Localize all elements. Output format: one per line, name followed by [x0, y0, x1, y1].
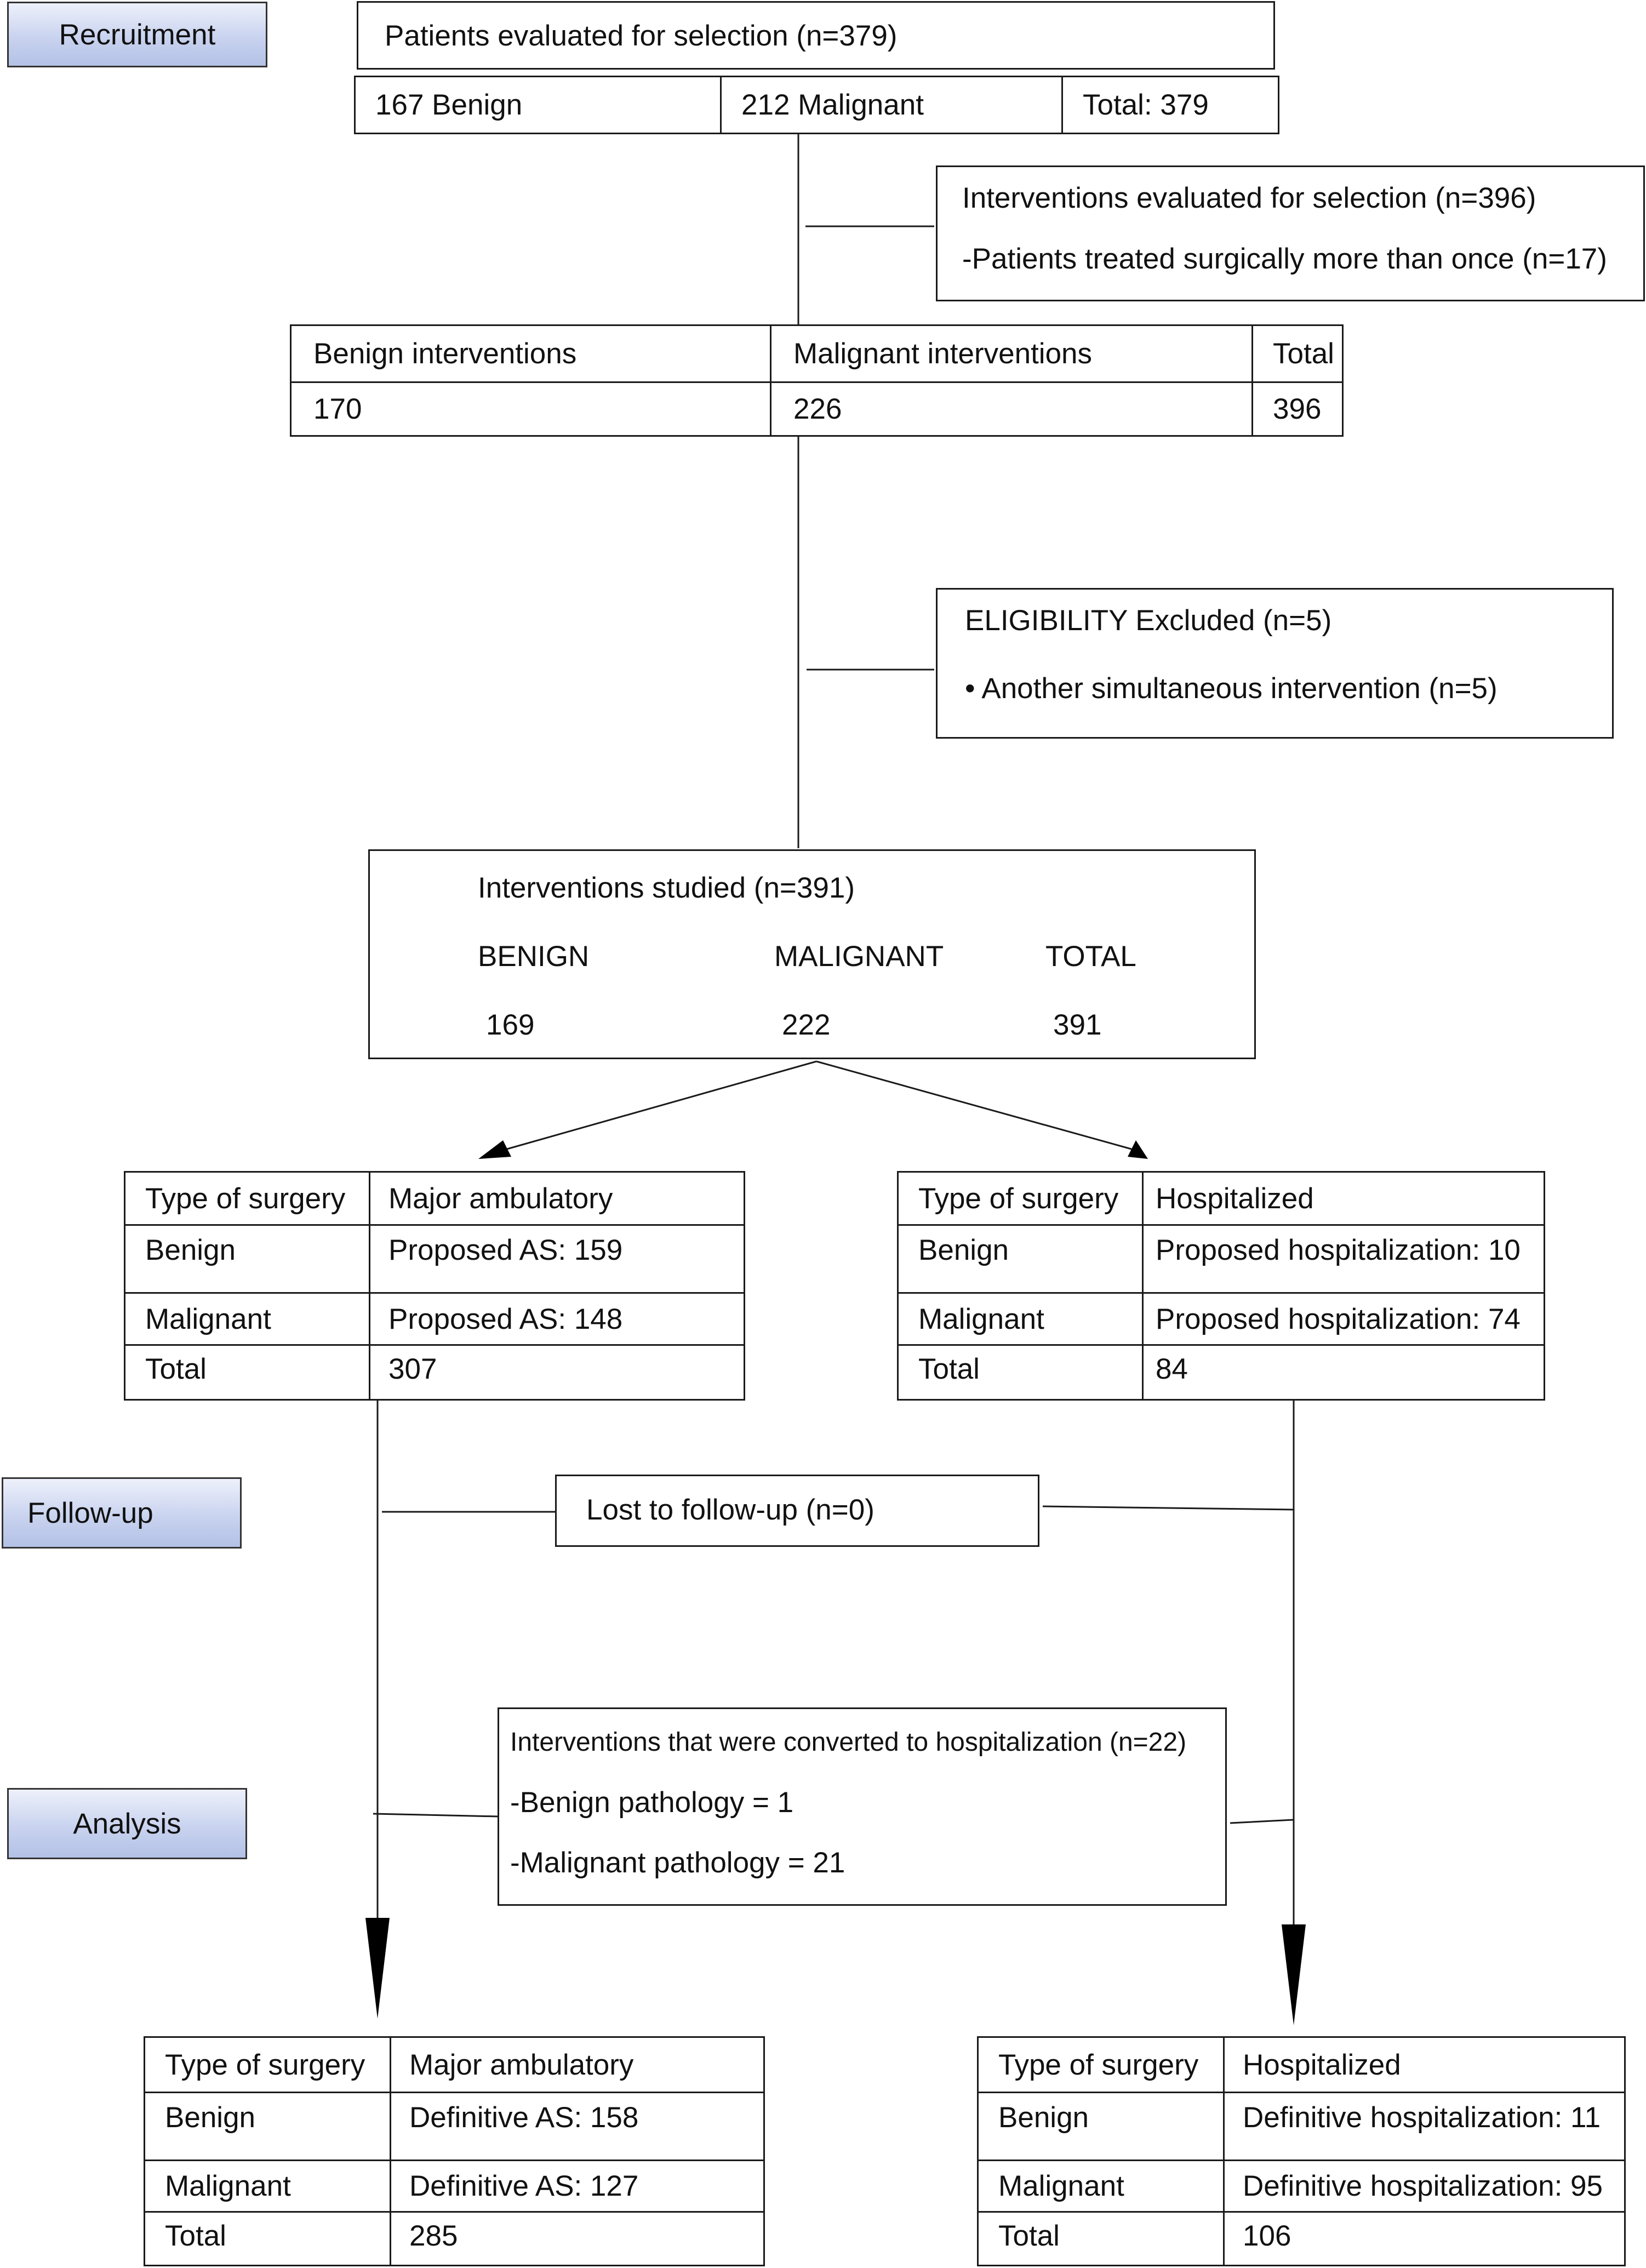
definitive-hospitalized-total-value: 106 — [1223, 2211, 1626, 2266]
proposed-hospitalized-malignant-value: Proposed hospitalization: 74 — [1142, 1292, 1545, 1346]
patients-benign-cell: 167 Benign — [354, 76, 722, 134]
phase-recruitment: Recruitment — [7, 2, 267, 67]
proposed-hospitalized-table: Type of surgery Hospitalized Benign Prop… — [897, 1171, 1545, 1401]
proposed-ambulatory-total-value: 307 — [369, 1344, 745, 1401]
definitive-ambulatory-table: Type of surgery Major ambulatory Benign … — [144, 2036, 765, 2266]
definitive-hospitalized-benign-value: Definitive hospitalization: 11 — [1223, 2092, 1626, 2161]
arrowhead-right — [1128, 1140, 1148, 1159]
proposed-ambulatory-benign-value: Proposed AS: 159 — [369, 1224, 745, 1294]
converted-box: Interventions that were converted to hos… — [498, 1707, 1227, 1906]
proposed-ambulatory-malignant-label: Malignant — [124, 1292, 370, 1346]
definitive-hospitalized-malignant-label: Malignant — [977, 2160, 1225, 2213]
proposed-hospitalized-header-type: Type of surgery — [897, 1171, 1144, 1226]
eligibility-box: ELIGIBILITY Excluded (n=5) • Another sim… — [936, 588, 1614, 739]
definitive-ambulatory-total-label: Total — [144, 2211, 391, 2266]
patients-total-cell: Total: 379 — [1061, 76, 1279, 134]
proposed-hospitalized-malignant-label: Malignant — [897, 1292, 1144, 1346]
studied-header-total: TOTAL — [1045, 940, 1136, 973]
definitive-ambulatory-malignant-label: Malignant — [144, 2160, 391, 2213]
interventions-value-total: 396 — [1251, 381, 1344, 437]
converted-benign: -Benign pathology = 1 — [510, 1786, 794, 1819]
definitive-hospitalized-header-type: Type of surgery — [977, 2036, 1225, 2093]
proposed-hospitalized-benign-value: Proposed hospitalization: 10 — [1142, 1224, 1545, 1294]
definitive-hospitalized-header-value: Hospitalized — [1223, 2036, 1626, 2093]
proposed-hospitalized-header-value: Hospitalized — [1142, 1171, 1545, 1226]
proposed-hospitalized-benign-label: Benign — [897, 1224, 1144, 1294]
lost-follow-up-box: Lost to follow-up (n=0) — [555, 1475, 1039, 1547]
patients-malignant-cell: 212 Malignant — [720, 76, 1063, 134]
converted-title: Interventions that were converted to hos… — [510, 1728, 1187, 1757]
proposed-ambulatory-malignant-value: Proposed AS: 148 — [369, 1292, 745, 1346]
interventions-evaluated-line1: Interventions evaluated for selection (n… — [962, 182, 1536, 214]
interventions-evaluated-box: Interventions evaluated for selection (n… — [936, 165, 1645, 301]
definitive-hospitalized-table: Type of surgery Hospitalized Benign Defi… — [977, 2036, 1626, 2266]
patients-evaluated-box: Patients evaluated for selection (n=379) — [357, 1, 1275, 70]
interventions-header-total: Total — [1251, 324, 1344, 383]
proposed-ambulatory-header-value: Major ambulatory — [369, 1171, 745, 1226]
studied-value-total: 391 — [1053, 1009, 1102, 1041]
eligibility-line1: ELIGIBILITY Excluded (n=5) — [965, 604, 1332, 637]
eligibility-line2: • Another simultaneous intervention (n=5… — [965, 672, 1498, 705]
studied-value-malignant: 222 — [782, 1009, 831, 1041]
studied-title: Interventions studied (n=391) — [478, 872, 855, 904]
definitive-ambulatory-total-value: 285 — [390, 2211, 765, 2266]
proposed-ambulatory-benign-label: Benign — [124, 1224, 370, 1294]
interventions-value-benign: 170 — [290, 381, 771, 437]
definitive-ambulatory-malignant-value: Definitive AS: 127 — [390, 2160, 765, 2213]
interventions-header-benign: Benign interventions — [290, 324, 771, 383]
phase-follow-up: Follow-up — [2, 1477, 242, 1549]
proposed-hospitalized-total-value: 84 — [1142, 1344, 1545, 1401]
definitive-ambulatory-benign-label: Benign — [144, 2092, 391, 2161]
proposed-ambulatory-total-label: Total — [124, 1344, 370, 1401]
definitive-hospitalized-benign-label: Benign — [977, 2092, 1225, 2161]
interventions-header-malignant: Malignant interventions — [770, 324, 1253, 383]
arrowhead-down-left — [365, 1918, 390, 2019]
proposed-ambulatory-table: Type of surgery Major ambulatory Benign … — [124, 1171, 745, 1401]
proposed-hospitalized-total-label: Total — [897, 1344, 1144, 1401]
patients-evaluated-title: Patients evaluated for selection (n=379) — [385, 20, 898, 52]
definitive-ambulatory-benign-value: Definitive AS: 158 — [390, 2092, 765, 2161]
interventions-table: Benign interventions Malignant intervent… — [290, 324, 1344, 437]
definitive-ambulatory-header-value: Major ambulatory — [390, 2036, 765, 2093]
arrowhead-down-right — [1282, 1924, 1306, 2025]
lost-follow-up-text: Lost to follow-up (n=0) — [586, 1494, 875, 1526]
studied-value-benign: 169 — [486, 1009, 535, 1041]
interventions-evaluated-line2: -Patients treated surgically more than o… — [962, 243, 1607, 275]
definitive-ambulatory-header-type: Type of surgery — [144, 2036, 391, 2093]
interventions-value-malignant: 226 — [770, 381, 1253, 437]
definitive-hospitalized-malignant-value: Definitive hospitalization: 95 — [1223, 2160, 1626, 2213]
phase-analysis: Analysis — [7, 1788, 247, 1859]
interventions-studied-box: Interventions studied (n=391) BENIGN MAL… — [368, 849, 1256, 1059]
definitive-hospitalized-total-label: Total — [977, 2211, 1225, 2266]
converted-malignant: -Malignant pathology = 21 — [510, 1847, 845, 1879]
patients-breakdown-table: 167 Benign 212 Malignant Total: 379 — [354, 76, 1279, 134]
studied-header-malignant: MALIGNANT — [774, 940, 944, 973]
proposed-ambulatory-header-type: Type of surgery — [124, 1171, 370, 1226]
studied-header-benign: BENIGN — [478, 940, 590, 973]
arrowhead-left — [478, 1140, 511, 1159]
